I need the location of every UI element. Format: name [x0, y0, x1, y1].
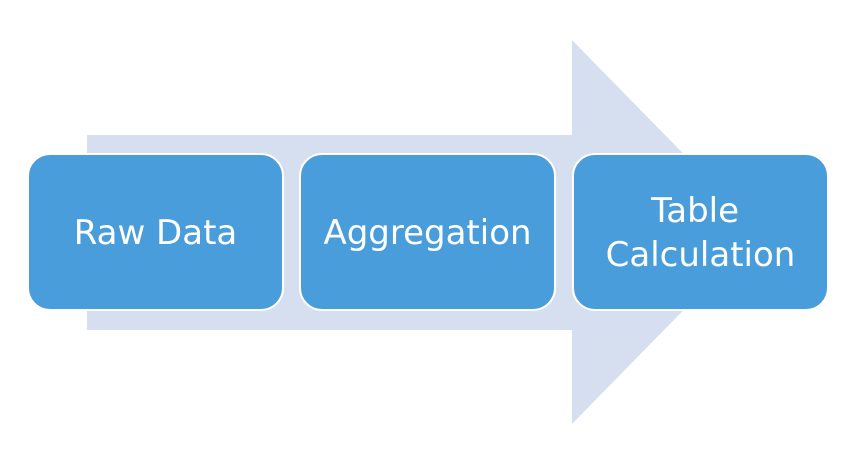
step-label: Raw Data	[74, 213, 238, 253]
step-label: Table Calculation	[606, 191, 796, 275]
step-label: Aggregation	[323, 213, 531, 253]
step-box-table-calculation: Table Calculation	[572, 153, 829, 311]
step-label-line: Table	[650, 191, 739, 231]
step-box-shape	[572, 153, 829, 311]
step-box-raw-data: Raw Data	[27, 153, 284, 311]
step-box-shape	[299, 153, 556, 311]
step-box-shape	[27, 153, 284, 311]
step-label-line: Aggregation	[323, 213, 531, 253]
step-label-line: Calculation	[606, 235, 796, 275]
step-box-aggregation: Aggregation	[299, 153, 556, 311]
step-label-line: Raw Data	[74, 213, 238, 253]
